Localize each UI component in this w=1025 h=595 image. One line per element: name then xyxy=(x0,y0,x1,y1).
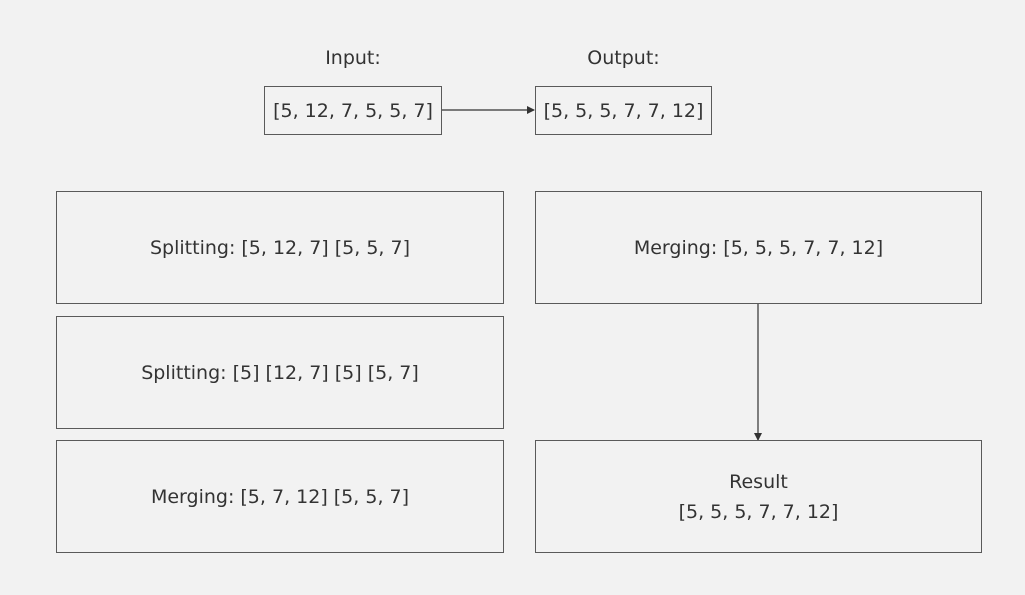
splitting-step-1: Splitting: [5, 12, 7] [5, 5, 7] xyxy=(56,191,504,304)
merging-step-2: Merging: [5, 5, 5, 7, 7, 12] xyxy=(535,191,982,304)
result-title: Result xyxy=(729,470,788,493)
output-array-value: [5, 5, 5, 7, 7, 12] xyxy=(543,99,704,122)
merging-step-2-text: Merging: [5, 5, 5, 7, 7, 12] xyxy=(633,236,884,259)
input-array-value: [5, 12, 7, 5, 5, 7] xyxy=(273,99,433,122)
splitting-step-2: Splitting: [5] [12, 7] [5] [5, 7] xyxy=(56,316,504,429)
output-array-box: [5, 5, 5, 7, 7, 12] xyxy=(535,86,712,135)
splitting-step-2-text: Splitting: [5] [12, 7] [5] [5, 7] xyxy=(141,361,419,384)
output-label: Output: xyxy=(587,47,660,69)
result-box: Result [5, 5, 5, 7, 7, 12] xyxy=(535,440,982,553)
splitting-step-1-text: Splitting: [5, 12, 7] [5, 5, 7] xyxy=(149,236,411,259)
input-label: Input: xyxy=(325,47,381,69)
result-value: [5, 5, 5, 7, 7, 12] xyxy=(678,500,839,523)
merging-step-1-text: Merging: [5, 7, 12] [5, 5, 7] xyxy=(150,485,410,508)
merging-step-1: Merging: [5, 7, 12] [5, 5, 7] xyxy=(56,440,504,553)
input-array-box: [5, 12, 7, 5, 5, 7] xyxy=(264,86,442,135)
